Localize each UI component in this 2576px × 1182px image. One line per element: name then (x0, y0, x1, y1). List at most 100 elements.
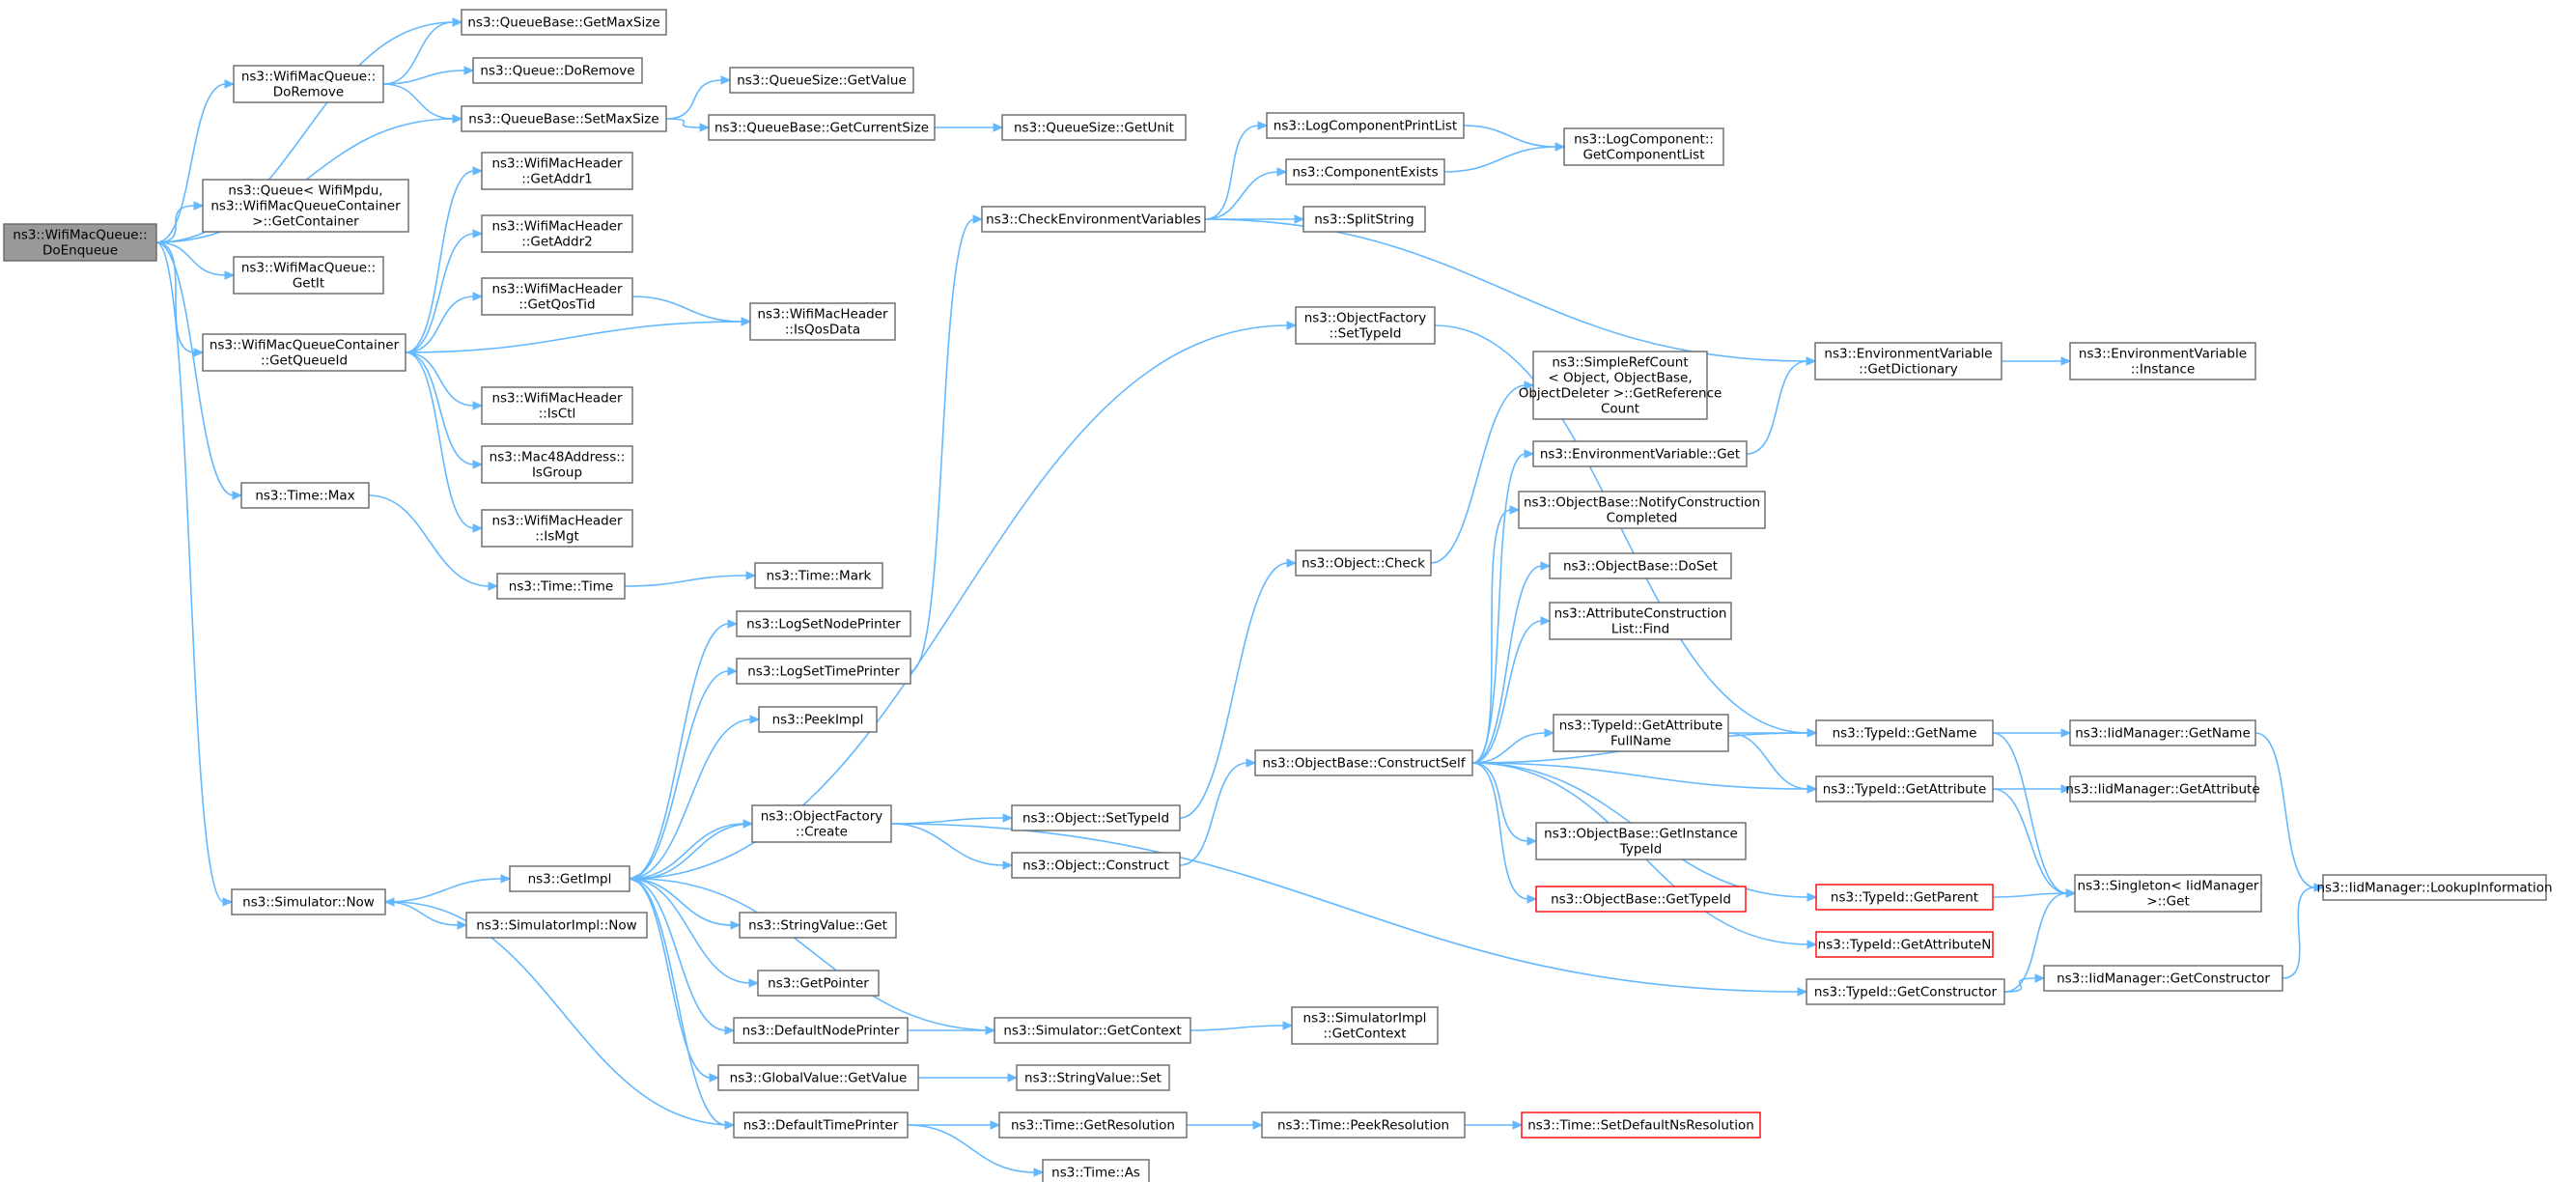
node-time-max[interactable]: ns3::Time::Max (240, 482, 370, 509)
edge-arrowhead (472, 292, 484, 301)
node-ob-constructself[interactable]: ns3::ObjectBase::ConstructSelf (1254, 749, 1473, 776)
node-obj-check[interactable]: ns3::Object::Check (1295, 549, 1432, 577)
node-of-create[interactable]: ns3::ObjectFactory::Create (751, 804, 892, 843)
node-ob-doset[interactable]: ns3::ObjectBase::DoSet (1549, 552, 1732, 579)
node-iid-getconstructor[interactable]: ns3::IidManager::GetConstructor (2043, 965, 2283, 992)
node-defaulttimeprinter[interactable]: ns3::DefaultTimePrinter (733, 1112, 909, 1139)
node-mac48-isgroup[interactable]: ns3::Mac48Address::IsGroup (481, 445, 633, 484)
node-obj-settypeid[interactable]: ns3::Object::SetTypeId (1011, 804, 1181, 831)
node-box (994, 1017, 1191, 1044)
node-iid-getname[interactable]: ns3::IidManager::GetName (2069, 719, 2256, 746)
node-checkenv[interactable]: ns3::CheckEnvironmentVariables (981, 206, 1206, 233)
node-label-line: ns3::Time::SetDefaultNsResolution (1527, 1118, 1754, 1134)
call-nodes: ns3::WifiMacQueue::DoEnqueue ns3::QueueBa… (3, 9, 2553, 1182)
node-wmq-doremove[interactable]: ns3::WifiMacQueue::DoRemove (233, 65, 384, 103)
node-qs-getvalue[interactable]: ns3::QueueSize::GetValue (729, 67, 914, 94)
node-time-mark[interactable]: ns3::Time::Mark (754, 562, 883, 589)
node-tid-getconstructor[interactable]: ns3::TypeId::GetConstructor (1806, 978, 2005, 1005)
node-peekimpl[interactable]: ns3::PeekImpl (758, 706, 878, 733)
node-box (481, 509, 633, 548)
call-edge (405, 352, 484, 533)
node-wmh-isctl[interactable]: ns3::WifiMacHeader::IsCtl (481, 386, 633, 425)
edge-line (405, 233, 475, 353)
node-tid-getparent[interactable]: ns3::TypeId::GetParent (1815, 884, 1994, 911)
edge-line (907, 1124, 1036, 1173)
node-label-line: ns3::GetPointer (768, 976, 869, 992)
node-stringvalue-get[interactable]: ns3::StringValue::Get (739, 912, 897, 939)
node-root[interactable]: ns3::WifiMacQueue::DoEnqueue (3, 223, 157, 262)
node-iid-lookupinfo[interactable]: ns3::IidManager::LookupInformation (2316, 874, 2553, 901)
node-wmh-getaddr2[interactable]: ns3::WifiMacHeader::GetAddr2 (481, 214, 633, 253)
node-q-doremove[interactable]: ns3::Queue::DoRemove (472, 57, 643, 84)
node-qb-getcurrentsize[interactable]: ns3::QueueBase::GetCurrentSize (708, 114, 936, 141)
node-ev-get[interactable]: ns3::EnvironmentVariable::Get (1532, 440, 1748, 467)
node-wmh-ismgt[interactable]: ns3::WifiMacHeader::IsMgt (481, 509, 633, 548)
node-box (1535, 886, 1747, 913)
node-label-line: ns3::EnvironmentVariable::Get (1540, 447, 1740, 463)
node-time-getresolution[interactable]: ns3::Time::GetResolution (998, 1112, 1188, 1139)
node-obj-construct[interactable]: ns3::Object::Construct (1011, 852, 1181, 879)
node-defaultnodeprinter[interactable]: ns3::DefaultNodePrinter (733, 1017, 909, 1044)
edge-line (1443, 146, 1557, 173)
node-logsetnodeprinter[interactable]: ns3::LogSetNodePrinter (736, 610, 911, 637)
node-label-line: GetIt (293, 276, 324, 292)
node-ev-instance[interactable]: ns3::EnvironmentVariable::Instance (2069, 342, 2256, 380)
node-wmq-getit[interactable]: ns3::WifiMacQueue::GetIt (233, 256, 384, 295)
node-simimpl-now[interactable]: ns3::SimulatorImpl::Now (465, 912, 648, 939)
call-edge (2003, 888, 2077, 993)
edge-arrowhead (1033, 1168, 1045, 1177)
edge-arrowhead (748, 978, 760, 988)
edge-line (636, 823, 753, 880)
edge-line (665, 79, 723, 120)
node-ob-notify[interactable]: ns3::ObjectBase::NotifyConstructionCompl… (1518, 491, 1766, 529)
node-ob-gettypeid[interactable]: ns3::ObjectBase::GetTypeId (1535, 886, 1747, 913)
node-wmh-getaddr1[interactable]: ns3::WifiMacHeader::GetAddr1 (481, 152, 633, 190)
node-wmh-getqostid[interactable]: ns3::WifiMacHeader::GetQosTid (481, 277, 633, 316)
node-stringvalue-set[interactable]: ns3::StringValue::Set (1016, 1064, 1170, 1091)
call-edge (405, 292, 484, 353)
node-tid-getattribute[interactable]: ns3::TypeId::GetAttribute (1815, 775, 1994, 802)
node-splitstring[interactable]: ns3::SplitString (1302, 206, 1426, 233)
node-label-line: ns3::PeekImpl (772, 713, 864, 728)
node-getimpl[interactable]: ns3::GetImpl (509, 865, 630, 892)
node-time-as[interactable]: ns3::Time::As (1042, 1159, 1150, 1182)
node-time-peekresolution[interactable]: ns3::Time::PeekResolution (1261, 1112, 1466, 1139)
call-edge (631, 296, 752, 326)
node-qs-getunit[interactable]: ns3::QueueSize::GetUnit (1001, 114, 1187, 141)
node-tid-getname[interactable]: ns3::TypeId::GetName (1815, 719, 1994, 746)
node-lc-printlist[interactable]: ns3::LogComponentPrintList (1266, 112, 1465, 139)
node-singleton-get[interactable]: ns3::Singleton< IidManager>::Get (2074, 874, 2262, 913)
node-qb-getmaxsize[interactable]: ns3::QueueBase::GetMaxSize (461, 9, 667, 36)
edge-arrowhead (224, 270, 236, 280)
edge-arrowhead (1524, 449, 1535, 459)
node-qb-setmaxsize[interactable]: ns3::QueueBase::SetMaxSize (461, 105, 667, 132)
call-edge (1993, 728, 2072, 738)
node-lc-getlist[interactable]: ns3::LogComponent::GetComponentList (1563, 127, 1724, 166)
edge-line (1471, 762, 1529, 900)
node-simimpl-getcontext[interactable]: ns3::SimulatorImpl::GetContext (1291, 1006, 1439, 1045)
node-getpointer[interactable]: ns3::GetPointer (757, 970, 880, 997)
node-of-settypeid[interactable]: ns3::ObjectFactory::SetTypeId (1295, 306, 1436, 345)
node-ev-getdict[interactable]: ns3::EnvironmentVariable::GetDictionary (1814, 342, 2002, 380)
node-srf-getrefcount[interactable]: ns3::SimpleRefCount< Object, ObjectBase,… (1519, 351, 1722, 420)
node-gv-getvalue[interactable]: ns3::GlobalValue::GetValue (717, 1064, 919, 1091)
call-edge (910, 214, 984, 672)
call-edge (907, 1124, 1045, 1177)
node-q-getcontainer[interactable]: ns3::Queue< WifiMpdu,ns3::WifiMacQueueCo… (202, 179, 409, 233)
node-time-setdefaultns[interactable]: ns3::Time::SetDefaultNsResolution (1521, 1112, 1761, 1139)
node-sim-getcontext[interactable]: ns3::Simulator::GetContext (994, 1017, 1191, 1044)
node-wmh-isqosdata[interactable]: ns3::WifiMacHeader::IsQosData (749, 302, 896, 341)
node-logsettimeprinter[interactable]: ns3::LogSetTimePrinter (736, 658, 911, 685)
node-sim-now[interactable]: ns3::Simulator::Now (231, 888, 386, 915)
node-time-time[interactable]: ns3::Time::Time (496, 573, 626, 600)
node-iid-getattribute[interactable]: ns3::IidManager::GetAttribute (2065, 775, 2260, 802)
node-wmqc-getqueueid[interactable]: ns3::WifiMacQueueContainer::GetQueueId (202, 333, 406, 372)
node-compexists[interactable]: ns3::ComponentExists (1285, 158, 1445, 185)
edge-line (382, 83, 455, 120)
node-tid-getattributen[interactable]: ns3::TypeId::GetAttributeN (1815, 931, 1994, 958)
node-label-line: Completed (1607, 511, 1678, 526)
edge-line (629, 324, 1289, 880)
